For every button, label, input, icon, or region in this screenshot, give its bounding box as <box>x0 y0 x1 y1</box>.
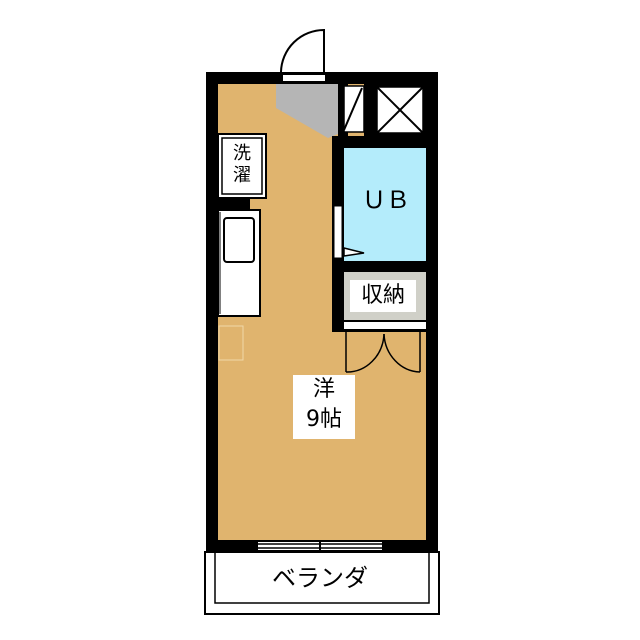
laundry-label: 洗 濯 <box>226 143 258 191</box>
room-type: 洋 <box>312 377 335 402</box>
laundry-label-line1: 洗 <box>233 143 251 164</box>
entrance-floor <box>276 84 338 138</box>
western-room-label: 洋 9帖 <box>293 375 355 439</box>
laundry-label-line2: 濯 <box>233 165 251 186</box>
closet-label: 収納 <box>350 280 416 312</box>
unit-bath-label: ＵＢ <box>354 184 418 216</box>
room-size: 9帖 <box>306 407 342 432</box>
veranda-label: ベランダ <box>272 564 368 592</box>
